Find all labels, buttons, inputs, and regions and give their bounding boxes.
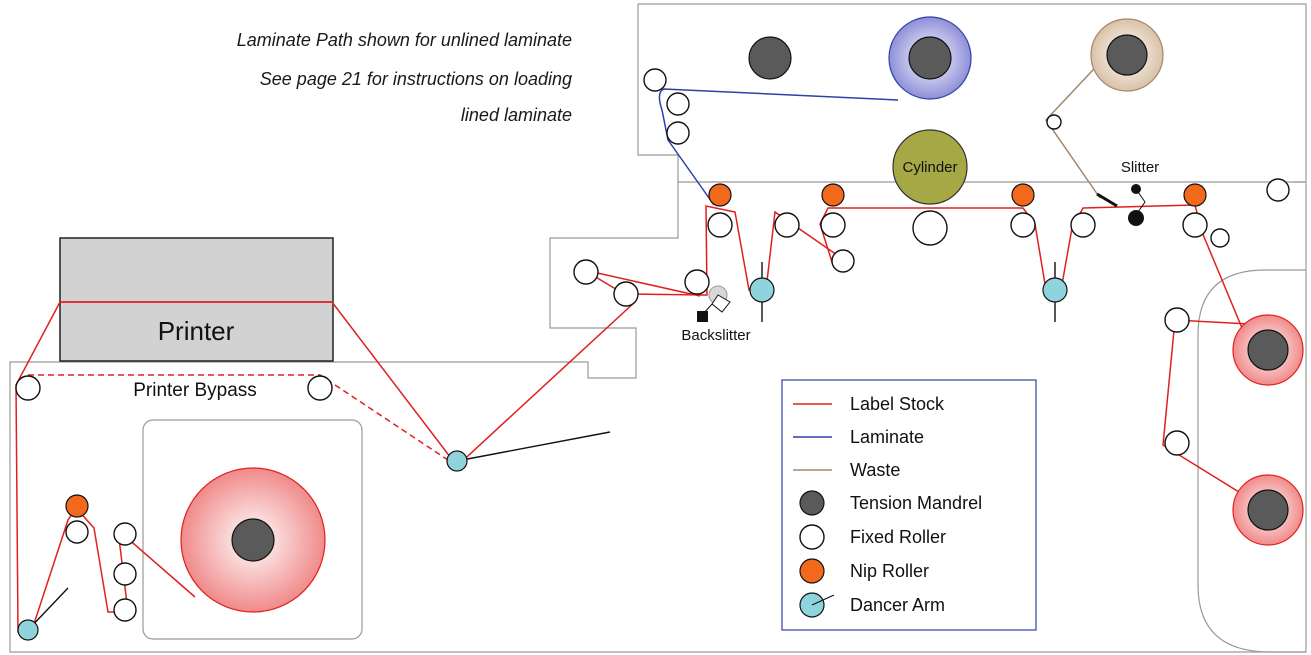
fixed-roller-icon <box>1164 307 1190 333</box>
fixed-roller-icon <box>65 520 89 544</box>
cylinder: Cylinder <box>892 129 968 205</box>
fixed-roller-icon <box>666 92 690 116</box>
note-line-1: Laminate Path shown for unlined laminate <box>237 30 572 50</box>
backslitter-label: Backslitter <box>681 327 750 344</box>
fixed-roller-icon <box>113 522 137 546</box>
legend-item-label: Fixed Roller <box>850 527 946 547</box>
slitter-anvil-icon <box>1128 210 1144 226</box>
fixed-roller-icon <box>1010 212 1036 238</box>
fixed-roller-icon <box>774 212 800 238</box>
laminate-roll <box>888 16 972 100</box>
fixed-roller-icon <box>707 212 733 238</box>
fixed-roller-icon <box>573 259 599 285</box>
legend: Label Stock Laminate Waste Tension Mandr… <box>781 379 1037 631</box>
legend-item-label: Dancer Arm <box>850 595 945 615</box>
large-roll-bottom <box>180 467 326 613</box>
slitter-label: Slitter <box>1121 159 1159 176</box>
nip-roller-icon <box>65 494 89 518</box>
fixed-roller-icon <box>912 210 948 246</box>
fixed-roller-icon <box>113 562 137 586</box>
slitter: Slitter <box>1096 159 1159 226</box>
backslitter-block-icon <box>697 311 708 322</box>
printer-label: Printer <box>158 316 235 346</box>
nip-roller-icon <box>799 558 825 584</box>
fixed-roller-icon <box>15 375 41 401</box>
dancer-arm-icon <box>17 619 39 641</box>
printer-bypass-label: Printer Bypass <box>133 380 257 401</box>
nip-roller-icon <box>1011 183 1035 207</box>
printer: Printer <box>59 237 334 362</box>
fixed-roller-icon <box>1046 114 1062 130</box>
tension-mandrel-icon <box>748 36 792 80</box>
nip-roller-icon <box>708 183 732 207</box>
fixed-roller-icon <box>613 281 639 307</box>
waste-path <box>1045 54 1108 199</box>
legend-item-label: Tension Mandrel <box>850 493 982 513</box>
fixed-roller-icon <box>1182 212 1208 238</box>
fixed-roller-icon <box>684 269 710 295</box>
fixed-roller-icon <box>1070 212 1096 238</box>
tension-mandrel-icon <box>799 490 825 516</box>
dancer-arm-icon <box>446 450 468 472</box>
fixed-roller-icon <box>820 212 846 238</box>
fixed-roller-icon <box>1210 228 1230 248</box>
fixed-roller-icon <box>666 121 690 145</box>
note-line-2: See page 21 for instructions on loading <box>260 69 572 89</box>
note-line-3: lined laminate <box>461 105 572 125</box>
rewind-roll-upper <box>1232 314 1304 386</box>
legend-item-label: Nip Roller <box>850 561 929 581</box>
fixed-roller-icon <box>831 249 855 273</box>
fixed-roller-icon <box>307 375 333 401</box>
nip-rollers <box>65 183 1207 518</box>
fixed-roller-icon <box>799 524 825 550</box>
legend-item-label: Waste <box>850 460 900 480</box>
backslitter: Backslitter <box>681 285 751 344</box>
cylinder-label: Cylinder <box>902 159 957 176</box>
fixed-roller-icon <box>113 598 137 622</box>
fixed-roller-icon <box>643 68 667 92</box>
dancer-rollers <box>17 277 1068 641</box>
fixed-roller-icon <box>1266 178 1290 202</box>
laminate-path <box>658 88 899 206</box>
dancer-arm-icon <box>749 277 775 303</box>
nip-roller-icon <box>1183 183 1207 207</box>
dancer-arm-icon <box>1042 277 1068 303</box>
rewind-roll-lower <box>1232 474 1304 546</box>
fixed-roller-icon <box>1164 430 1190 456</box>
legend-item-label: Laminate <box>850 427 924 447</box>
fixed-rollers <box>15 68 1290 622</box>
waste-roll <box>1090 18 1164 92</box>
legend-item-label: Label Stock <box>850 394 945 414</box>
nip-roller-icon <box>821 183 845 207</box>
